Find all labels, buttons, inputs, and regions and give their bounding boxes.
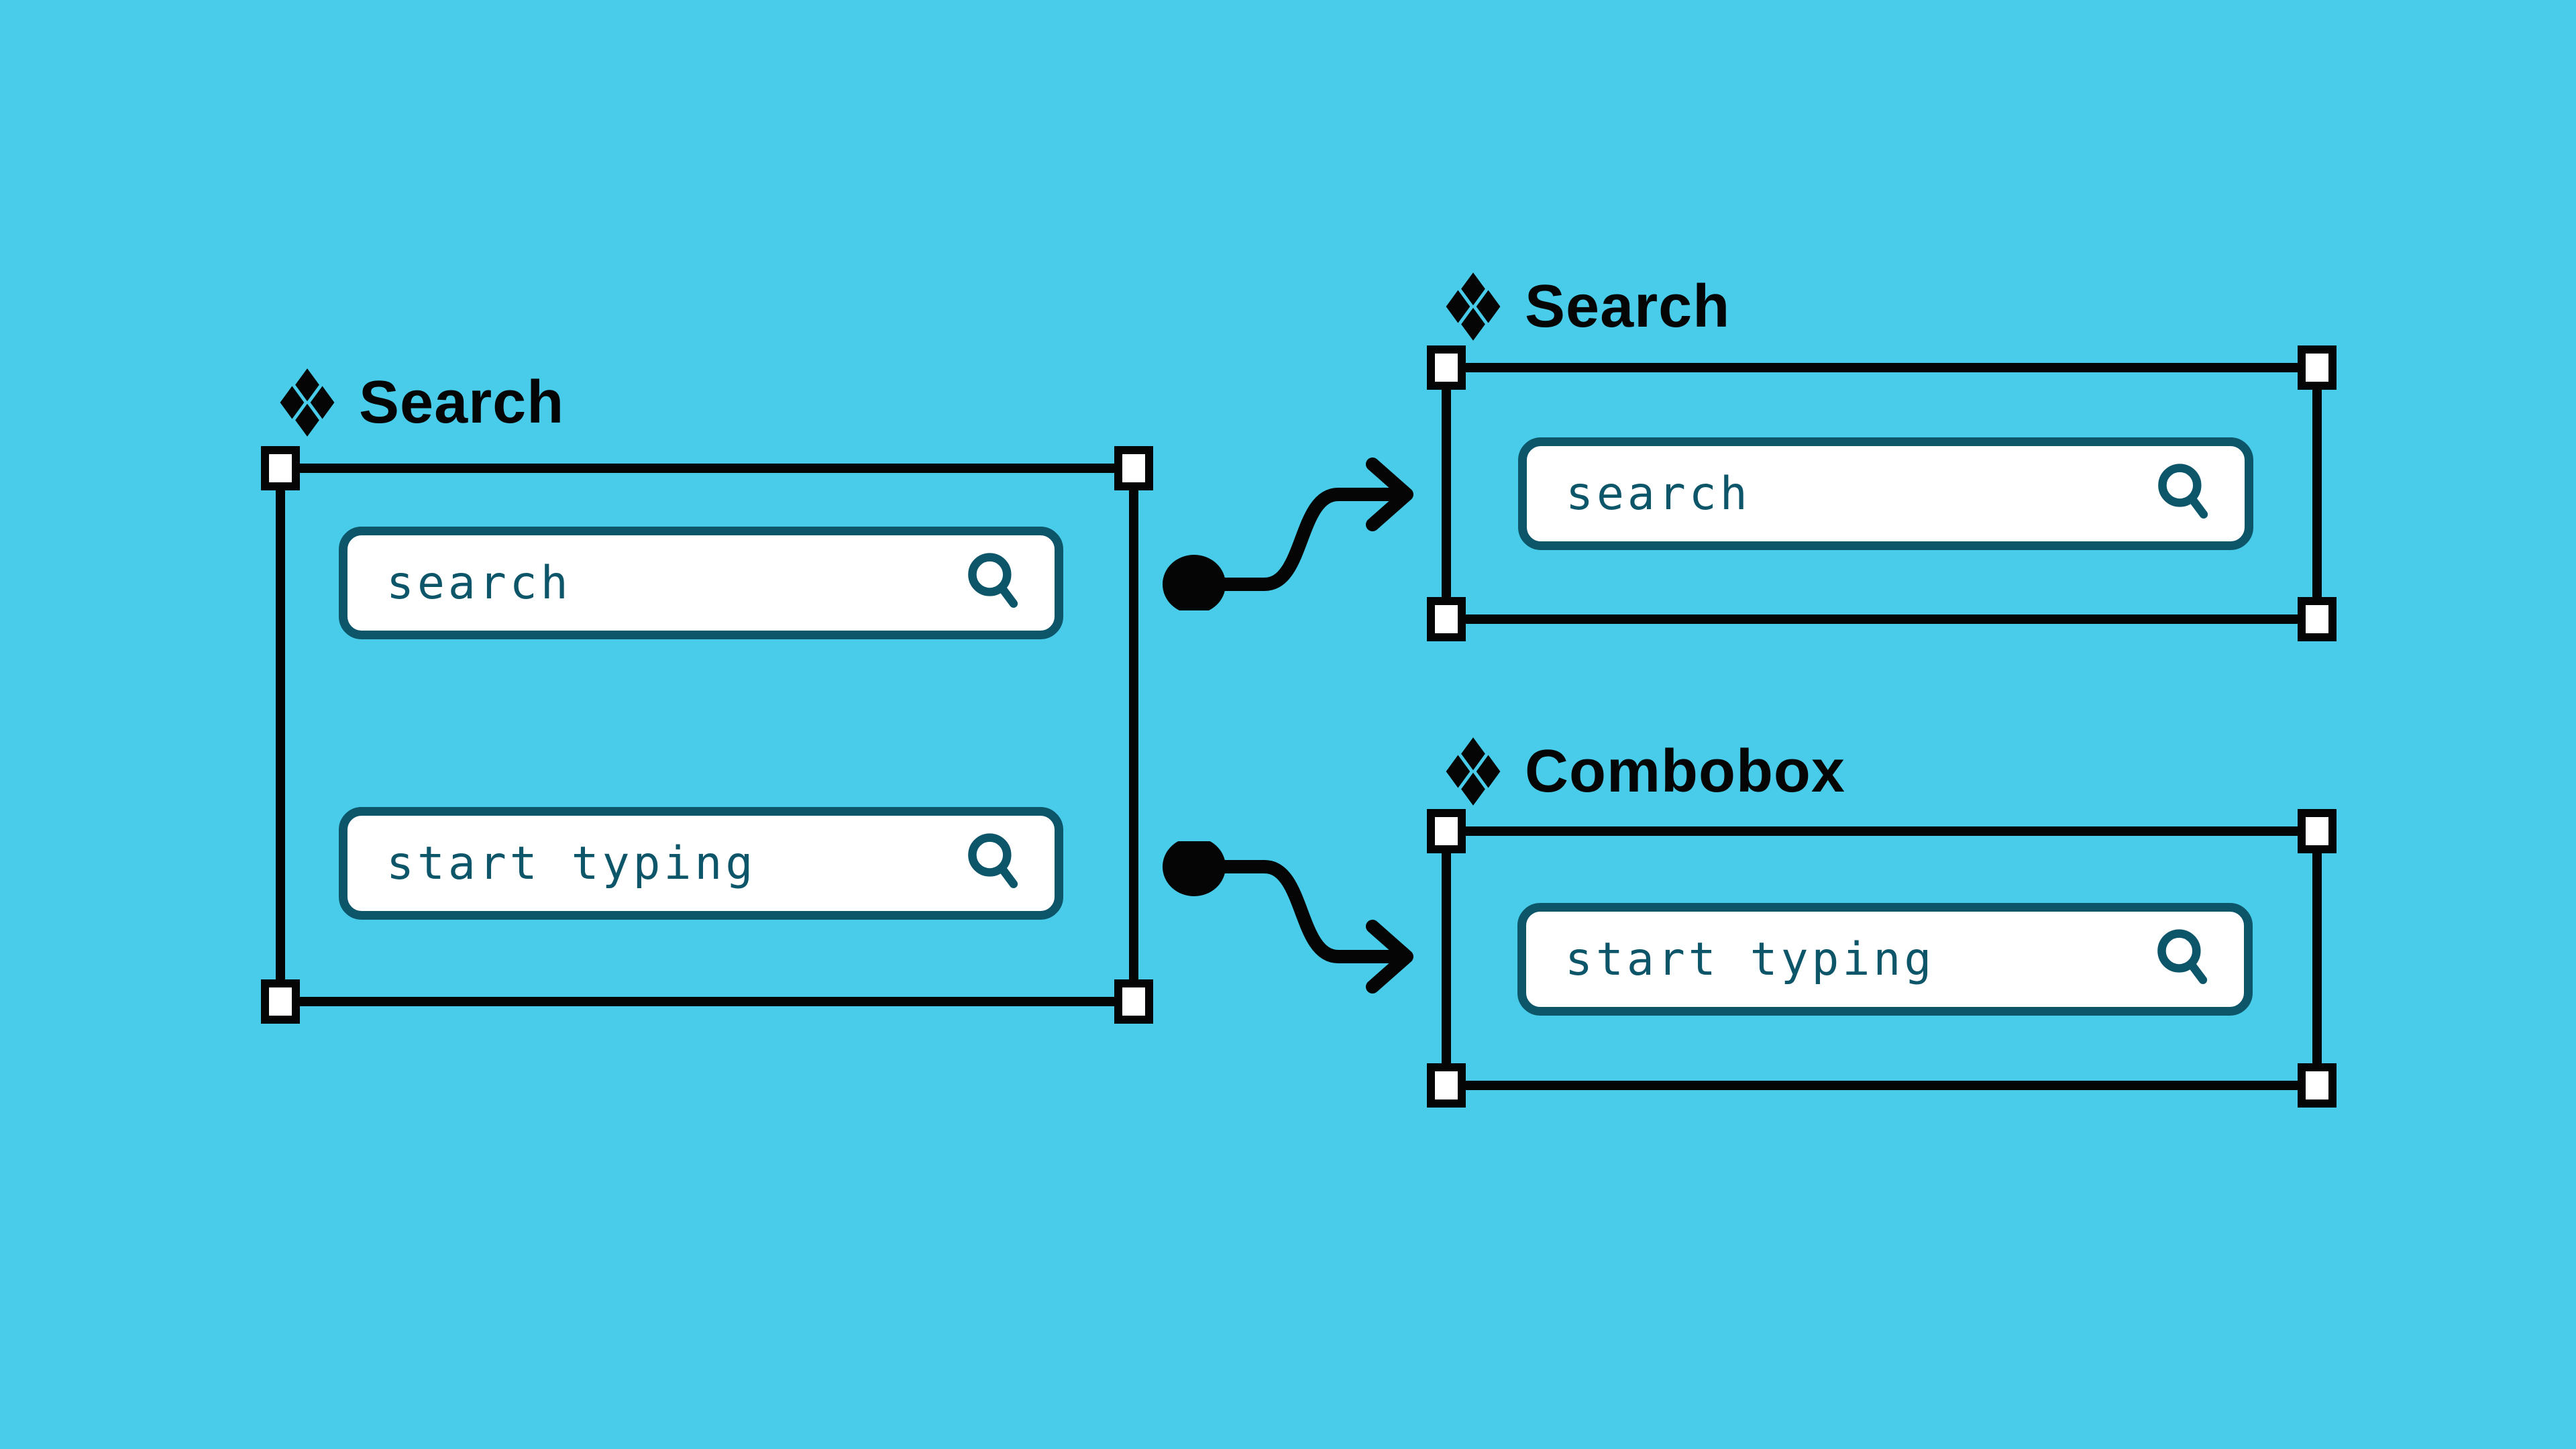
search-input-placeholder: search: [1566, 467, 1751, 521]
figma-component-icon: [280, 368, 335, 437]
magnifier-icon[interactable]: [2153, 462, 2218, 526]
selection-handle-bottom-left[interactable]: [1427, 1063, 1466, 1108]
arrowhead-right: [1366, 458, 1413, 531]
arrowhead-right: [1366, 920, 1413, 994]
search-input-placeholder: search: [386, 556, 572, 610]
combobox-input[interactable]: start typing: [339, 807, 1063, 920]
combobox-input-placeholder: start typing: [1565, 932, 1935, 986]
target-combobox-title-label: Combobox: [1525, 738, 1845, 805]
source-component-title: Search: [276, 368, 564, 437]
target-combobox-selection-frame[interactable]: start typing: [1427, 809, 2337, 1108]
magnifier-icon[interactable]: [2153, 927, 2217, 991]
combobox-input-placeholder: start typing: [386, 837, 757, 890]
selection-handle-top-left[interactable]: [261, 446, 300, 490]
arrow-to-combobox-component: [1163, 841, 1413, 994]
selection-handle-top-right[interactable]: [2298, 809, 2337, 853]
target-combobox-component-title: Combobox: [1442, 737, 1845, 806]
search-input[interactable]: search: [1518, 437, 2253, 550]
arrow-to-search-component: [1163, 458, 1413, 610]
target-search-selection-frame[interactable]: search: [1427, 345, 2337, 641]
selection-handle-bottom-right[interactable]: [2298, 597, 2337, 641]
source-selection-frame[interactable]: search start typing: [261, 446, 1153, 1024]
target-search-component-title: Search: [1442, 272, 1730, 341]
figma-component-icon: [1446, 737, 1501, 806]
combobox-input[interactable]: start typing: [1517, 903, 2253, 1016]
magnifier-icon[interactable]: [963, 831, 1028, 896]
figma-component-icon: [1446, 272, 1501, 341]
selection-handle-top-left[interactable]: [1427, 345, 1466, 390]
selection-handle-bottom-right[interactable]: [2298, 1063, 2337, 1108]
search-input[interactable]: search: [339, 527, 1063, 639]
selection-handle-bottom-left[interactable]: [1427, 597, 1466, 641]
selection-handle-top-right[interactable]: [2298, 345, 2337, 390]
source-component-title-label: Search: [359, 369, 565, 436]
selection-handle-bottom-right[interactable]: [1114, 979, 1153, 1024]
selection-handle-bottom-left[interactable]: [261, 979, 300, 1024]
selection-handle-top-left[interactable]: [1427, 809, 1466, 853]
magnifier-icon[interactable]: [963, 551, 1028, 615]
selection-handle-top-right[interactable]: [1114, 446, 1153, 490]
target-search-title-label: Search: [1525, 273, 1731, 340]
